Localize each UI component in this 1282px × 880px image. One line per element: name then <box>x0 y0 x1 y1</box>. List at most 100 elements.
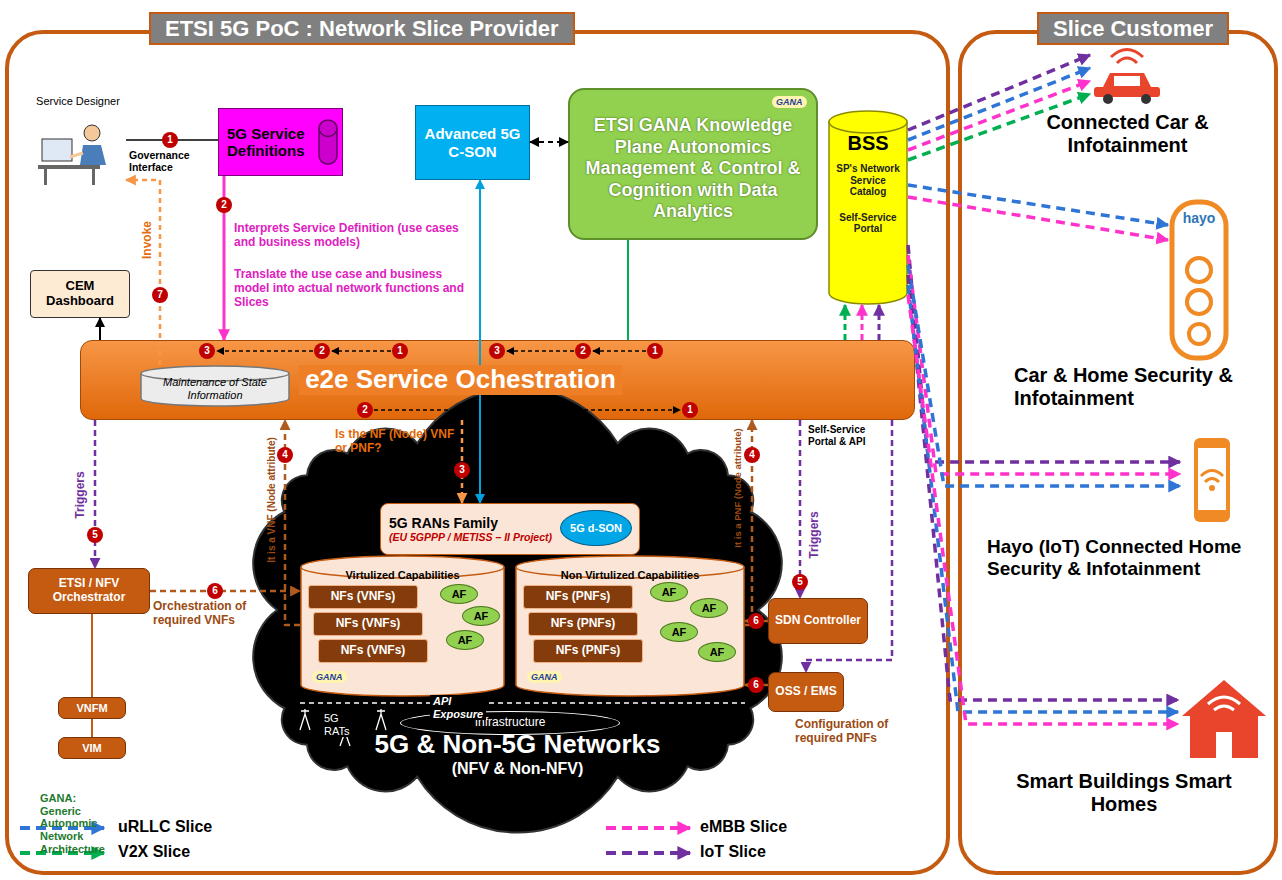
api-exposure-line <box>300 703 745 704</box>
node-text: ETSI / NFV Orchestrator <box>33 577 145 605</box>
node-text: Hayo (IoT) Connected Home Security & Inf… <box>987 536 1267 580</box>
callout-number: 1 <box>682 402 698 418</box>
step-arrows <box>217 351 680 410</box>
nf-box: NFs (VNFs) <box>318 639 428 663</box>
node-subtext: Car & Home Security & Infotainment <box>1014 364 1264 410</box>
af-ellipse: AF <box>440 584 478 604</box>
legend-text: IoT Slice <box>700 843 766 861</box>
node-text: ETSI GANA Knowledge Plane Autonomics Man… <box>584 115 802 223</box>
service-designer: Service Designer <box>30 95 126 190</box>
connector <box>94 420 97 568</box>
connector <box>99 318 101 340</box>
callout-number: 2 <box>357 402 373 418</box>
gana-logo: GANA <box>772 96 807 108</box>
af-ellipse: AF <box>690 598 728 618</box>
callout-number: 1 <box>392 343 408 359</box>
connector <box>806 420 892 672</box>
callout-number: 3 <box>489 343 505 359</box>
node-text: Service Designer <box>36 95 120 108</box>
node-text: Smart Buildings Smart Homes <box>1014 770 1234 816</box>
callout-number: 2 <box>314 343 330 359</box>
function-box: ETSI / NFV Orchestrator <box>28 568 150 614</box>
node-text: AF <box>710 646 725 659</box>
car-icon: Connected Car & Infotainment <box>1090 45 1165 107</box>
connector <box>908 197 1168 240</box>
edge-label: It is a PNF (Node attribute) <box>730 422 746 554</box>
house-icon: Smart Buildings Smart Homes <box>1178 660 1270 760</box>
node-text: SDN Controller <box>775 614 861 628</box>
connector <box>799 420 802 598</box>
function-box: VIM <box>58 737 126 759</box>
callout-number: 4 <box>744 447 760 463</box>
node-text: AF <box>452 588 467 601</box>
connector <box>908 285 1178 712</box>
gana-knowledge-plane: ETSI GANA Knowledge Plane Autonomics Man… <box>568 88 818 240</box>
function-box: SDN Controller <box>768 598 868 644</box>
node-text: AF <box>702 602 717 615</box>
node-subtext: SP's Network Service Catalog <box>832 163 904 198</box>
node-text: 5G Service Definitions <box>227 125 314 160</box>
service-definitions-box: 5G Service Definitions <box>218 108 343 176</box>
edge-label: Configuration of required PNFs <box>795 718 935 746</box>
connector <box>91 614 93 697</box>
phone-icon: Hayo (IoT) Connected Home Security & Inf… <box>1180 430 1242 530</box>
node-text: OSS / EMS <box>775 685 836 699</box>
callout-number: 5 <box>87 527 103 543</box>
edge-label: Is the NF (Node) VNF or PNF? <box>335 428 457 456</box>
connector <box>908 185 1168 225</box>
annotation: GANA: Generic Autonomic Network Architec… <box>40 792 105 855</box>
node-text: hayo <box>1183 210 1216 226</box>
node-text: NFs (VNFs) <box>336 617 401 631</box>
connector <box>908 295 1178 724</box>
callout-number: 1 <box>647 343 663 359</box>
node-text: Slice Customer <box>1037 12 1229 45</box>
gana-logo: GANA <box>312 671 347 683</box>
connector <box>908 81 1090 150</box>
node-text: NFs (PNFs) <box>546 590 611 604</box>
callout-number: 6 <box>748 613 764 629</box>
af-ellipse: AF <box>698 642 736 662</box>
af-ellipse: AF <box>446 630 484 650</box>
node-text: Maintenance of State Information <box>144 376 286 401</box>
node-text: NFs (PNFs) <box>556 644 621 658</box>
nf-box: NFs (VNFs) <box>313 612 423 636</box>
callout-number: 3 <box>454 462 470 478</box>
connector <box>908 55 1090 130</box>
connector <box>126 180 160 365</box>
node-text: AF <box>662 586 677 599</box>
house-icon <box>1178 660 1270 760</box>
node-text: VNFM <box>76 702 107 715</box>
node-text: Advanced 5G C-SON <box>420 125 525 160</box>
antenna-icons <box>300 709 386 746</box>
node-text: Non Virtulized Capabilities <box>561 569 700 582</box>
node-text: BSS <box>847 132 888 155</box>
connector <box>878 305 881 340</box>
callout-number: 6 <box>207 583 223 599</box>
node-text: e2e Service Ochestration <box>299 365 622 395</box>
node-subtext: Self-Service Portal <box>832 212 904 235</box>
connector <box>908 275 1178 700</box>
annotation: API Exposure <box>430 695 486 720</box>
dashboard-box: CEM Dashboard <box>30 270 130 318</box>
car-icon <box>1090 45 1165 107</box>
gana-logo: GANA <box>527 671 562 683</box>
connector <box>908 68 1090 140</box>
edge-label: It is a VNF (Node attribute) <box>264 425 280 575</box>
edge-label: Invoke <box>139 215 155 265</box>
callout-number: 2 <box>216 197 232 213</box>
node-subtext: (EU 5GPPP / METISS – II Project) <box>389 531 552 543</box>
af-ellipse: AF <box>462 606 500 626</box>
connector <box>150 590 300 593</box>
connector <box>479 180 481 503</box>
node-text: 5G d-SON <box>570 522 622 534</box>
network-cloud: 5G & Non-5G Networks(NFV & Non-NFV)5G RA… <box>255 420 780 800</box>
connector <box>908 245 1180 462</box>
node-text: AF <box>458 634 473 647</box>
designer-icon <box>30 95 126 190</box>
node-text: AF <box>672 626 687 639</box>
callout-number: 6 <box>748 677 764 693</box>
edge-label: Triggers <box>72 465 88 525</box>
annotation: Self-Service Portal & API <box>808 424 872 447</box>
phone-icon <box>1180 430 1242 530</box>
node-text: Virtulized Capabilities <box>345 569 459 582</box>
